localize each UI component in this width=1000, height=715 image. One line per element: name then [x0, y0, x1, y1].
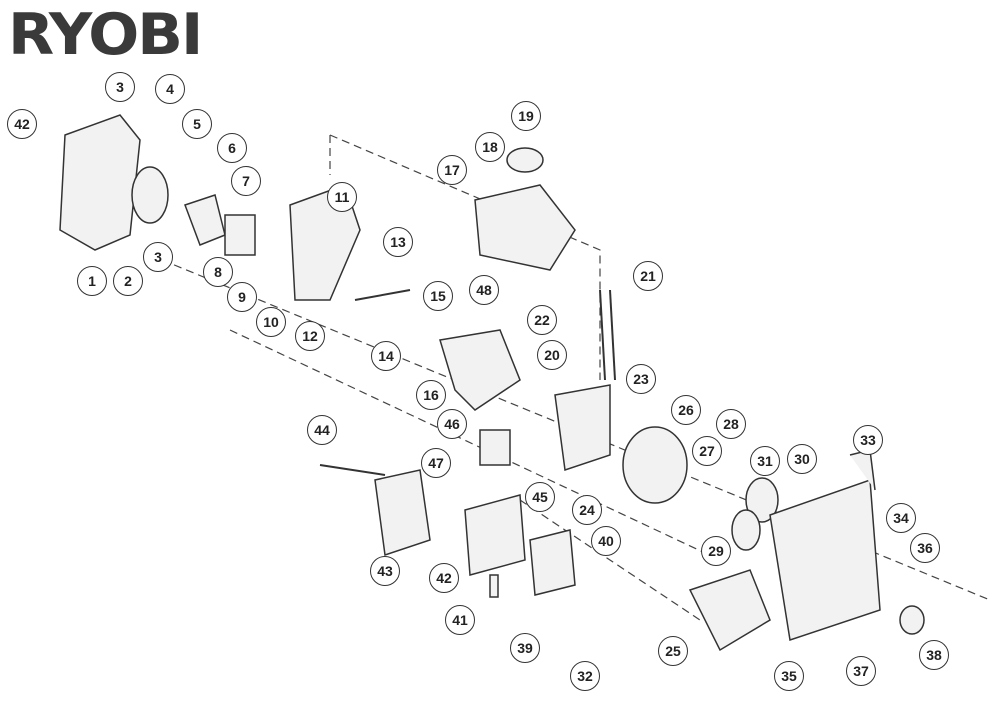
- callout-15: 15: [423, 281, 453, 311]
- callout-30: 30: [787, 444, 817, 474]
- callout-16: 16: [416, 380, 446, 410]
- part-pulley: [745, 477, 779, 523]
- callout-2: 2: [113, 266, 143, 296]
- part-piston: [479, 429, 511, 466]
- callout-37: 37: [846, 656, 876, 686]
- callout-13: 13: [383, 227, 413, 257]
- part-fuel-tank: [474, 184, 576, 271]
- callout-48: 48: [469, 275, 499, 305]
- part-air-filter: [131, 166, 169, 224]
- callout-31: 31: [750, 446, 780, 476]
- callout-27: 27: [692, 436, 722, 466]
- part-carburetor: [224, 214, 256, 256]
- part-plate: [184, 194, 226, 246]
- callout-9: 9: [227, 282, 257, 312]
- callout-42: 42: [7, 109, 37, 139]
- callout-5: 5: [182, 109, 212, 139]
- callout-32: 32: [570, 661, 600, 691]
- part-spring: [731, 509, 761, 551]
- callout-24: 24: [572, 495, 602, 525]
- part-cylinder-block: [439, 329, 521, 411]
- callout-42: 42: [429, 563, 459, 593]
- assembly-guide-line: [329, 134, 601, 380]
- callout-38: 38: [919, 640, 949, 670]
- part-cylinder: [464, 494, 526, 576]
- callout-26: 26: [671, 395, 701, 425]
- callout-45: 45: [525, 482, 555, 512]
- part-pawl: [899, 605, 925, 635]
- part-handle-guard: [688, 569, 771, 652]
- callout-34: 34: [886, 503, 916, 533]
- callout-7: 7: [231, 166, 261, 196]
- callout-36: 36: [910, 533, 940, 563]
- part-spark-plug: [489, 574, 499, 598]
- callout-8: 8: [203, 257, 233, 287]
- part-ignition-coil: [529, 529, 576, 596]
- callout-43: 43: [370, 556, 400, 586]
- callout-29: 29: [701, 536, 731, 566]
- part-air-filter-cover: [59, 114, 141, 251]
- callout-33: 33: [853, 425, 883, 455]
- callout-47: 47: [421, 448, 451, 478]
- callout-10: 10: [256, 307, 286, 337]
- callout-4: 4: [155, 74, 185, 104]
- callout-20: 20: [537, 340, 567, 370]
- part-muffler: [374, 469, 431, 556]
- callout-40: 40: [591, 526, 621, 556]
- part-flywheel: [622, 426, 688, 504]
- callout-1: 1: [77, 266, 107, 296]
- callout-3: 3: [143, 242, 173, 272]
- callout-41: 41: [445, 605, 475, 635]
- callout-6: 6: [217, 133, 247, 163]
- callout-18: 18: [475, 132, 505, 162]
- callout-14: 14: [371, 341, 401, 371]
- callout-39: 39: [510, 633, 540, 663]
- callout-19: 19: [511, 101, 541, 131]
- part-fan-cover: [554, 384, 611, 471]
- callout-35: 35: [774, 661, 804, 691]
- ryobi-logo: RYOBI: [8, 1, 203, 69]
- callout-3: 3: [105, 72, 135, 102]
- callout-25: 25: [658, 636, 688, 666]
- callout-11: 11: [327, 182, 357, 212]
- callout-28: 28: [716, 409, 746, 439]
- callout-44: 44: [307, 415, 337, 445]
- callout-22: 22: [527, 305, 557, 335]
- callout-46: 46: [437, 409, 467, 439]
- part-starter-housing: [769, 478, 881, 641]
- callout-12: 12: [295, 321, 325, 351]
- callout-17: 17: [437, 155, 467, 185]
- part-fuel-cap: [506, 147, 544, 173]
- callout-23: 23: [626, 364, 656, 394]
- callout-21: 21: [633, 261, 663, 291]
